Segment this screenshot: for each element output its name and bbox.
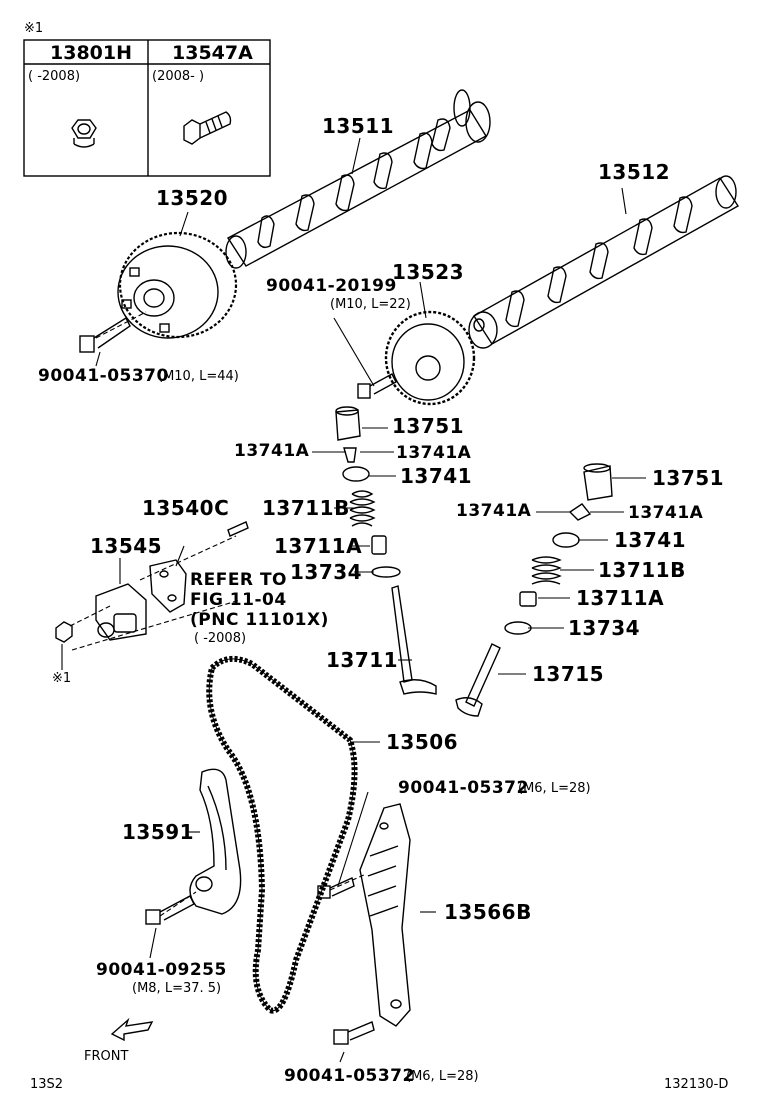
bolt-90041-05370 — [79, 316, 131, 353]
mark-1: ※1 — [52, 671, 72, 686]
table-col2-range: (2008- ) — [152, 69, 205, 84]
front-label: FRONT — [84, 1049, 129, 1064]
label-90041-09255-spec: (M8, L=37. 5) — [132, 981, 222, 996]
label-13512: 13512 — [598, 160, 671, 184]
label-13751-right: 13751 — [652, 466, 725, 490]
table-col1-part: 13801H — [50, 42, 133, 64]
label-13540C: 13540C — [142, 496, 230, 520]
label-13511: 13511 — [322, 114, 395, 138]
label-13506: 13506 — [386, 730, 459, 754]
bolt-90041-09255 — [145, 895, 195, 925]
label-13715: 13715 — [532, 662, 605, 686]
chain-guide-13591 — [189, 768, 242, 915]
chain-damper-13566B — [359, 803, 411, 1027]
front-arrow-icon — [110, 1017, 154, 1042]
note-marker: ※1 — [24, 21, 44, 36]
label-13591: 13591 — [122, 820, 195, 844]
label-90041-20199: 90041-20199 — [266, 276, 397, 296]
sprocket-13523 — [384, 310, 476, 406]
label-13741-left: 13741 — [400, 464, 473, 488]
vvt-gear-13520 — [117, 231, 238, 339]
label-90041-05372-upper-spec: (M6, L=28) — [518, 781, 591, 796]
refer-line-3: (PNC 11101X) — [190, 610, 329, 630]
label-13520: 13520 — [156, 186, 229, 210]
label-13711A-left: 13711A — [274, 534, 363, 558]
camshaft-13512 — [468, 175, 739, 349]
bolt-90041-20199 — [357, 373, 397, 399]
nut-icon — [71, 119, 97, 148]
valve-train-left — [335, 406, 437, 695]
label-13566B: 13566B — [444, 900, 532, 924]
leader-lines — [61, 137, 646, 1063]
label-90041-05372-upper: 90041-05372 — [398, 778, 529, 798]
label-13741-right: 13741 — [614, 528, 687, 552]
valve-train-right — [455, 463, 613, 717]
code-right: 132130-D — [664, 1077, 729, 1092]
label-90041-20199-spec: (M10, L=22) — [330, 297, 411, 312]
bolt-icon — [183, 111, 232, 145]
label-13711: 13711 — [326, 648, 399, 672]
refer-line-1: REFER TO — [190, 570, 287, 590]
note-table-frame — [23, 39, 271, 177]
label-13734-right: 13734 — [568, 616, 641, 640]
label-13545: 13545 — [90, 534, 163, 558]
label-13741A-left-1: 13741A — [234, 441, 310, 461]
label-13734-left: 13734 — [290, 560, 363, 584]
code-left: 13S2 — [30, 1077, 64, 1092]
label-13741A-right-1: 13741A — [456, 501, 532, 521]
label-90041-05372-lower-spec: (M6, L=28) — [406, 1069, 479, 1084]
gasket-13540C — [149, 521, 249, 613]
label-90041-05372-lower: 90041-05372 — [284, 1066, 415, 1086]
label-90041-05370-spec: (M10, L=44) — [158, 369, 239, 384]
label-13711B-right: 13711B — [598, 558, 686, 582]
refer-line-4: ( -2008) — [194, 631, 247, 646]
bolt-90041-05372-upper — [317, 877, 355, 899]
bolt-90041-05372-lower — [333, 1021, 375, 1045]
label-13741A-right-2: 13741A — [628, 503, 704, 523]
label-13741A-left-2: 13741A — [396, 443, 472, 463]
label-90041-05370: 90041-05370 — [38, 366, 169, 386]
label-13711A-right: 13711A — [576, 586, 665, 610]
label-90041-09255: 90041-09255 — [96, 960, 227, 980]
camshaft-13511 — [225, 89, 491, 269]
label-13751-left: 13751 — [392, 414, 465, 438]
table-col2-part: 13547A — [172, 42, 253, 64]
timing-chain-13506 — [206, 655, 358, 1014]
label-13523: 13523 — [392, 260, 465, 284]
refer-line-2: FIG 11-04 — [190, 590, 287, 610]
table-col1-range: ( -2008) — [28, 69, 81, 84]
label-13711B-left: 13711B — [262, 496, 350, 520]
tensioner-13545 — [55, 583, 147, 643]
